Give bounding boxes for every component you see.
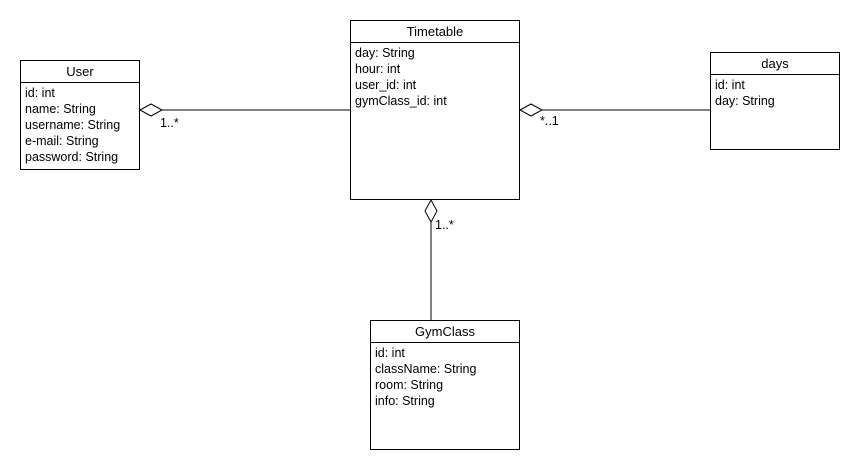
- attribute: info: String: [375, 394, 435, 408]
- attribute: id: int: [375, 346, 405, 360]
- attribute: user_id: int: [355, 78, 417, 92]
- attribute-list: id: int day: String: [711, 75, 839, 111]
- class-name: Timetable: [351, 21, 519, 43]
- attribute: className: String: [375, 362, 477, 376]
- attribute: room: String: [375, 378, 444, 392]
- attribute: id: int: [715, 78, 745, 92]
- attribute: name: String: [25, 102, 96, 116]
- attribute: hour: int: [355, 62, 401, 76]
- attribute: gymClass_id: int: [355, 94, 447, 108]
- multiplicity-label-gymclass-timetable: 1..*: [435, 218, 454, 232]
- class-box-days[interactable]: days id: int day: String: [710, 52, 840, 150]
- class-name: User: [21, 61, 139, 83]
- class-name: days: [711, 53, 839, 75]
- attribute-list: id: int name: String username: String e-…: [21, 83, 139, 167]
- attribute: password: String: [25, 150, 119, 164]
- attribute: day: String: [715, 94, 775, 108]
- attribute: day: String: [355, 46, 415, 60]
- class-box-user[interactable]: User id: int name: String username: Stri…: [20, 60, 140, 170]
- attribute-list: id: int className: String room: String i…: [371, 343, 519, 411]
- attribute: id: int: [25, 86, 55, 100]
- class-box-timetable[interactable]: Timetable day: String hour: int user_id:…: [350, 20, 520, 200]
- multiplicity-label-timetable-days: *..1: [540, 114, 559, 128]
- aggregation-diamond-timetable-right: [518, 103, 544, 117]
- attribute: e-mail: String: [25, 134, 99, 148]
- attribute: username: String: [25, 118, 121, 132]
- aggregation-diamond-user: [138, 103, 164, 117]
- multiplicity-label-user-timetable: 1..*: [160, 116, 179, 130]
- class-name: GymClass: [371, 321, 519, 343]
- class-box-gymclass[interactable]: GymClass id: int className: String room:…: [370, 320, 520, 450]
- attribute-list: day: String hour: int user_id: int gymCl…: [351, 43, 519, 111]
- aggregation-diamond-timetable-bottom: [424, 198, 438, 224]
